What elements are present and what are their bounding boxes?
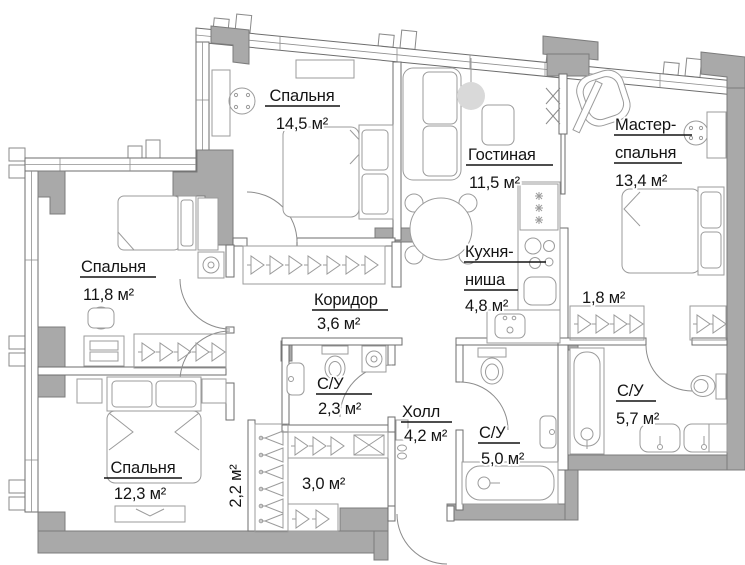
dresser-icon <box>83 335 125 367</box>
master-bed-icon <box>621 186 725 276</box>
bedroom-left-furniture <box>83 195 227 369</box>
label-wardrobe-niche: 2,2 м² <box>225 462 247 510</box>
bedroom-top-furniture <box>211 59 394 220</box>
washer-icon <box>361 345 387 373</box>
kitchen-name-1: Кухня- <box>465 243 513 261</box>
kitchen-area: 4,8 м² <box>465 297 509 315</box>
wardrobe-pass-strips <box>569 305 727 341</box>
bathroom-small-name: С/У <box>317 375 344 393</box>
sink-icon <box>286 362 305 396</box>
bathroom-small-area: 2,3 м² <box>318 400 362 418</box>
bathroom-small-fixtures <box>286 345 387 396</box>
bathroom-guest-name: С/У <box>479 424 506 442</box>
door-arc-bathroom-guest <box>459 381 509 431</box>
pendant-lamp-icon <box>457 82 485 110</box>
double-bed-icon <box>106 376 202 484</box>
sofa-icon <box>402 67 462 181</box>
bedroom-bottom-name: Спальня <box>111 459 176 477</box>
bedroom-top-name: Спальня <box>270 87 335 105</box>
bathtub-icon <box>461 461 559 505</box>
wardrobe-niche-hangers <box>254 423 289 533</box>
label-bathroom-small: С/У 2,3 м² <box>315 373 372 420</box>
label-corridor: Коридор 3,6 м² <box>312 289 388 335</box>
door-arc-bedroom-top <box>246 191 298 243</box>
dining-table-icon <box>404 193 478 265</box>
bedroom-left-area: 11,8 м² <box>83 286 135 304</box>
bathroom-master-area: 5,7 м² <box>616 410 660 428</box>
bathtub-icon <box>569 347 605 455</box>
label-bedroom-bottom: Спальня 12,3 м² <box>104 457 182 505</box>
closet-area: 3,0 м² <box>302 475 346 493</box>
corridor-wardrobe <box>242 245 386 285</box>
label-bedroom-left: Спальня 11,8 м² <box>79 256 156 306</box>
wardrobe-niche-area: 2,2 м² <box>227 464 245 508</box>
bench-icon <box>114 505 186 523</box>
sink-icon <box>539 415 557 449</box>
fridge-icon <box>519 183 559 231</box>
armchair-icon <box>576 69 631 127</box>
label-bathroom-master: С/У 5,7 м² <box>614 380 662 430</box>
toilet-icon <box>321 345 349 381</box>
label-bathroom-guest: С/У 5,0 м² <box>477 422 527 470</box>
label-wardrobe-pass: 1,8 м² <box>580 287 628 309</box>
toilet-icon <box>477 347 507 385</box>
hall-furniture <box>395 419 409 460</box>
wardrobe-pass-area: 1,8 м² <box>582 289 626 307</box>
door-arc-bathroom-master <box>645 344 693 392</box>
kitchen-sink-icon <box>494 313 526 339</box>
wardrobe-strip <box>133 333 227 369</box>
single-bed-icon <box>117 195 197 251</box>
living-room-area: 11,5 м² <box>469 174 521 192</box>
double-bed-icon <box>282 124 394 220</box>
door-arc-bedroom-left <box>179 278 231 330</box>
hob-icon <box>524 237 555 269</box>
master-bedroom-name-2: спальня <box>615 144 676 162</box>
bathroom-guest-fixtures <box>461 347 559 505</box>
corridor-name: Коридор <box>314 291 378 309</box>
label-bedroom-top: Спальня 14,5 м² <box>265 85 340 135</box>
bathroom-guest-area: 5,0 м² <box>481 450 525 468</box>
kitchen-name-2: ниша <box>465 271 506 289</box>
toilet-icon <box>690 373 727 400</box>
bedroom-top-area: 14,5 м² <box>276 115 329 133</box>
living-room-furniture <box>402 58 515 265</box>
corridor-area: 3,6 м² <box>317 315 361 333</box>
kitchen-furniture <box>486 181 561 344</box>
entrance-door-arc <box>396 513 448 565</box>
master-bedroom-name-1: Мастер- <box>615 116 676 134</box>
sliding-door-mark <box>545 87 561 125</box>
master-bedroom-area: 13,4 м² <box>615 172 668 190</box>
bathroom-master-fixtures <box>569 347 728 455</box>
label-master-bedroom: Мастер- спальня 13,4 м² <box>613 114 692 192</box>
label-closet: 3,0 м² <box>300 473 348 495</box>
hall-name: Холл <box>402 403 440 421</box>
living-room-name: Гостиная <box>468 146 536 164</box>
label-hall: Холл 4,2 м² <box>400 401 452 447</box>
bedroom-bottom-furniture <box>76 376 227 523</box>
master-bedroom-furniture <box>572 69 727 276</box>
sink-icon <box>639 423 681 453</box>
hall-area: 4,2 м² <box>404 427 448 445</box>
room-labels: Спальня 14,5 м² Гостиная 11,5 м² Мастер-… <box>79 85 692 510</box>
label-living-room: Гостиная 11,5 м² <box>466 144 553 194</box>
label-kitchen-niche: Кухня- ниша 4,8 м² <box>463 241 546 317</box>
furniture <box>76 58 728 533</box>
bathroom-master-name: С/У <box>617 382 644 400</box>
door-arc-bedroom-bottom <box>179 330 231 382</box>
bedroom-left-name: Спальня <box>81 258 146 276</box>
bedroom-bottom-area: 12,3 м² <box>114 485 167 503</box>
